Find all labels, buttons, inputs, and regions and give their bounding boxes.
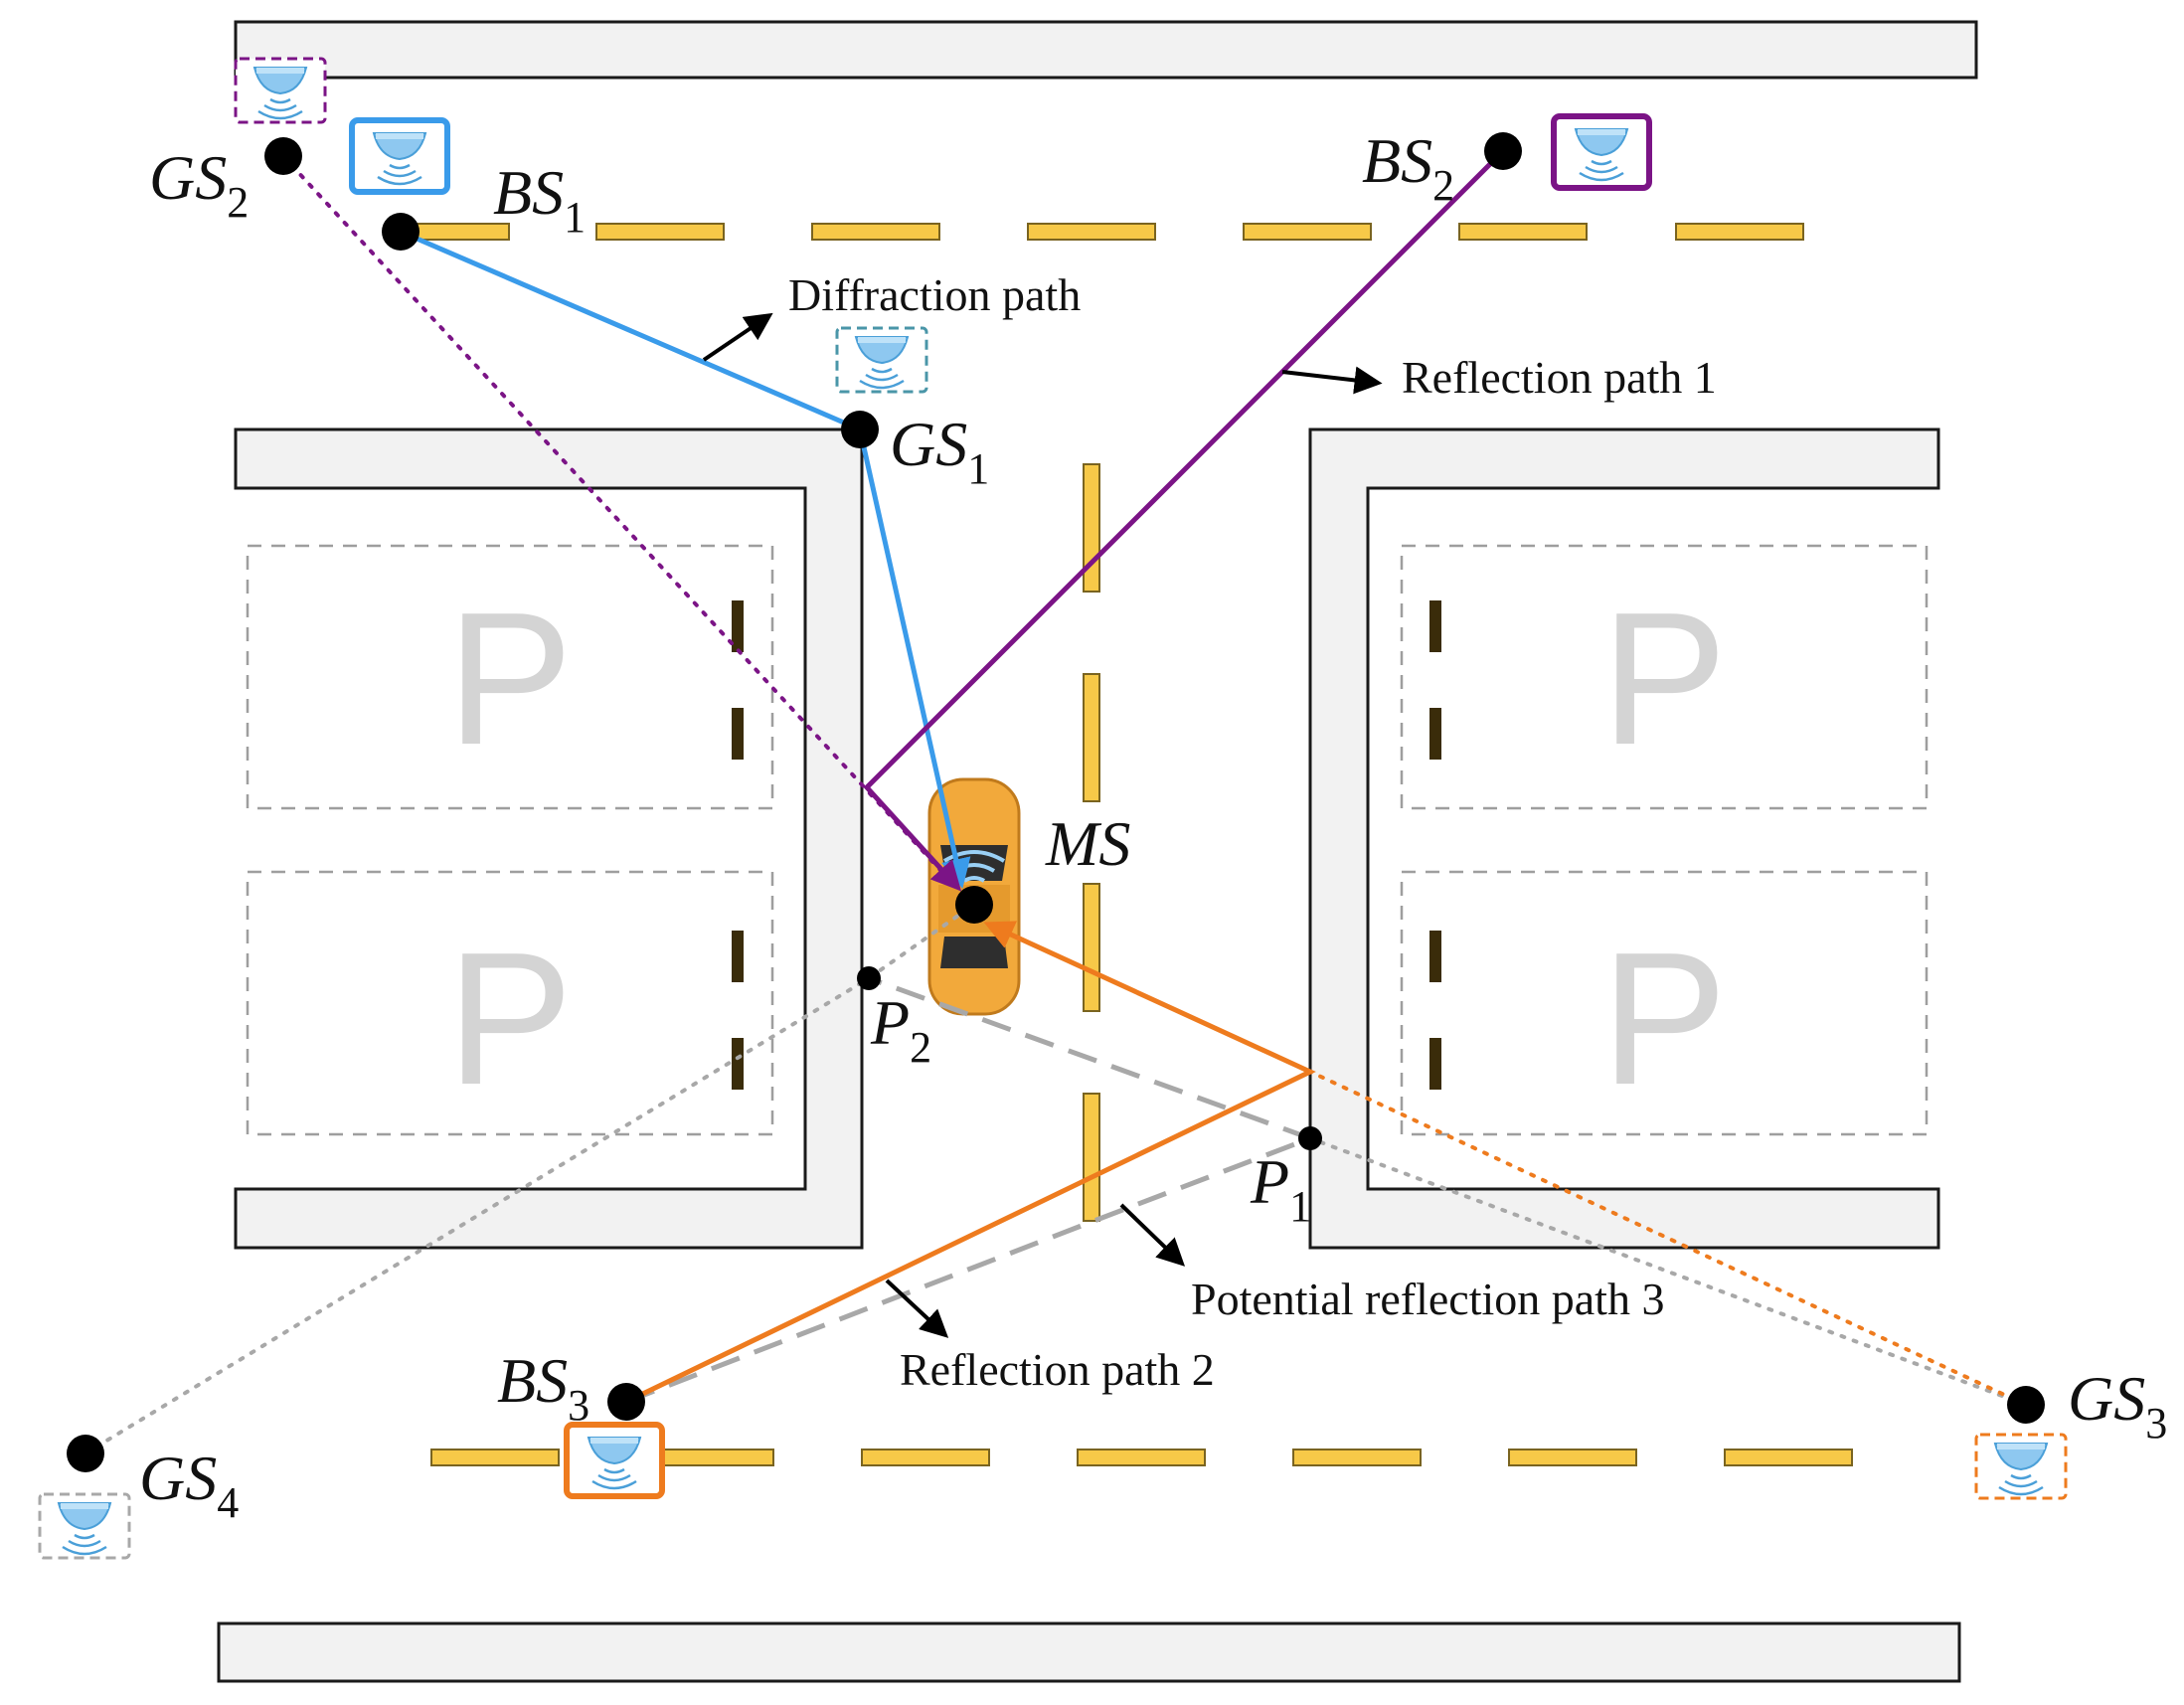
nodes: [67, 132, 2045, 1472]
left-building-wall: [234, 427, 864, 1250]
lane-dash: [595, 223, 725, 241]
bs3-node: [607, 1383, 645, 1421]
gs1-label: GS1: [890, 409, 989, 493]
lane-dash: [1027, 223, 1156, 241]
lane-dash: [1508, 1449, 1637, 1466]
gs2-label: GS2: [149, 142, 249, 227]
ms-node: [955, 886, 993, 924]
gs1-node: [841, 411, 879, 448]
path-annotations: Diffraction path Reflection path 1 Refle…: [788, 269, 1717, 1395]
bs2-node: [1484, 132, 1522, 170]
lane-dash: [1292, 1449, 1422, 1466]
gs3-orange-dotted-path: [1308, 1070, 2028, 1407]
entrance-marker: [732, 708, 744, 760]
gs3-label: GS3: [2068, 1363, 2167, 1448]
propagation-paths: [84, 149, 2028, 1455]
gs2-node: [264, 137, 302, 175]
bs3-label: BS3: [497, 1345, 589, 1430]
lane-dash: [1458, 223, 1588, 241]
lane-dash: [811, 223, 940, 241]
potential3-pointer: [1119, 1203, 1186, 1267]
reflection-path-2: [624, 921, 1316, 1405]
entrance-marker: [1429, 600, 1441, 652]
parking-entrance-markers: [732, 600, 1441, 1090]
lane-dash: [1675, 223, 1804, 241]
entrance-marker: [1429, 1038, 1441, 1090]
bs1-label: BS1: [493, 157, 586, 242]
entrance-marker: [732, 600, 744, 652]
potential-reflection-path-3: [625, 975, 1318, 1405]
p1-node: [1298, 1126, 1322, 1150]
lane-dash: [645, 1449, 774, 1466]
parking-lots: P P P P: [246, 544, 1929, 1136]
potential-reflection-path-3-label: Potential reflection path 3: [1191, 1274, 1664, 1324]
lane-dash: [1083, 883, 1100, 1012]
parking-symbol: P: [447, 914, 574, 1124]
gs3-node: [2007, 1386, 2045, 1424]
station-antennas: [38, 57, 2068, 1560]
reflection-path-1: [863, 149, 1505, 892]
gs4-node: [67, 1435, 104, 1472]
reflection-path-2-label: Reflection path 2: [900, 1344, 1215, 1395]
lane-dash: [1243, 223, 1372, 241]
bs2-label: BS2: [1362, 125, 1454, 210]
diffraction-pointer: [702, 312, 773, 362]
parking-symbol: P: [1601, 914, 1728, 1124]
reflection1-pointer: [1281, 366, 1383, 395]
ms-label: MS: [1045, 808, 1130, 879]
gs4-label: GS4: [139, 1443, 239, 1527]
annotation-arrows: [702, 312, 1383, 1338]
lane-dash: [861, 1449, 990, 1466]
lane-dash: [1083, 463, 1100, 593]
gs2-dotted-path: [281, 154, 951, 882]
parking-lot-left-lower: [246, 870, 774, 1136]
lane-markings: [415, 223, 1853, 1466]
right-building-wall: [1308, 427, 1940, 1250]
lane-dash: [430, 1449, 560, 1466]
entrance-marker: [732, 931, 744, 982]
entrance-marker: [1429, 708, 1441, 760]
gs3-gray-dotted-path: [1308, 1136, 2028, 1407]
lane-dash: [1083, 1093, 1100, 1222]
entrance-marker: [732, 1038, 744, 1090]
reflection-path-1-label: Reflection path 1: [1402, 352, 1717, 403]
node-labels: BS1 BS2 BS3 GS1 GS2 GS3 GS4 MS P1 P2: [139, 125, 2167, 1527]
bs1-node: [382, 213, 420, 251]
parking-symbol: P: [1601, 574, 1728, 784]
building-walls: [217, 20, 1978, 1683]
p1-label: P1: [1250, 1146, 1311, 1231]
lane-dash: [1724, 1449, 1853, 1466]
parking-lot-left-upper: [246, 544, 774, 810]
lane-dash: [1077, 1449, 1206, 1466]
reflection2-pointer: [885, 1279, 949, 1338]
lane-dash: [1083, 673, 1100, 802]
p2-node: [857, 966, 881, 990]
parking-lot-right-upper: [1400, 544, 1929, 810]
top-road-barrier: [234, 20, 1978, 80]
bottom-road-barrier: [217, 1621, 1961, 1683]
parking-symbol: P: [447, 574, 574, 784]
diffraction-path-label: Diffraction path: [788, 269, 1081, 320]
entrance-marker: [1429, 931, 1441, 982]
p2-label: P2: [870, 987, 931, 1072]
parking-lot-right-lower: [1400, 870, 1929, 1136]
